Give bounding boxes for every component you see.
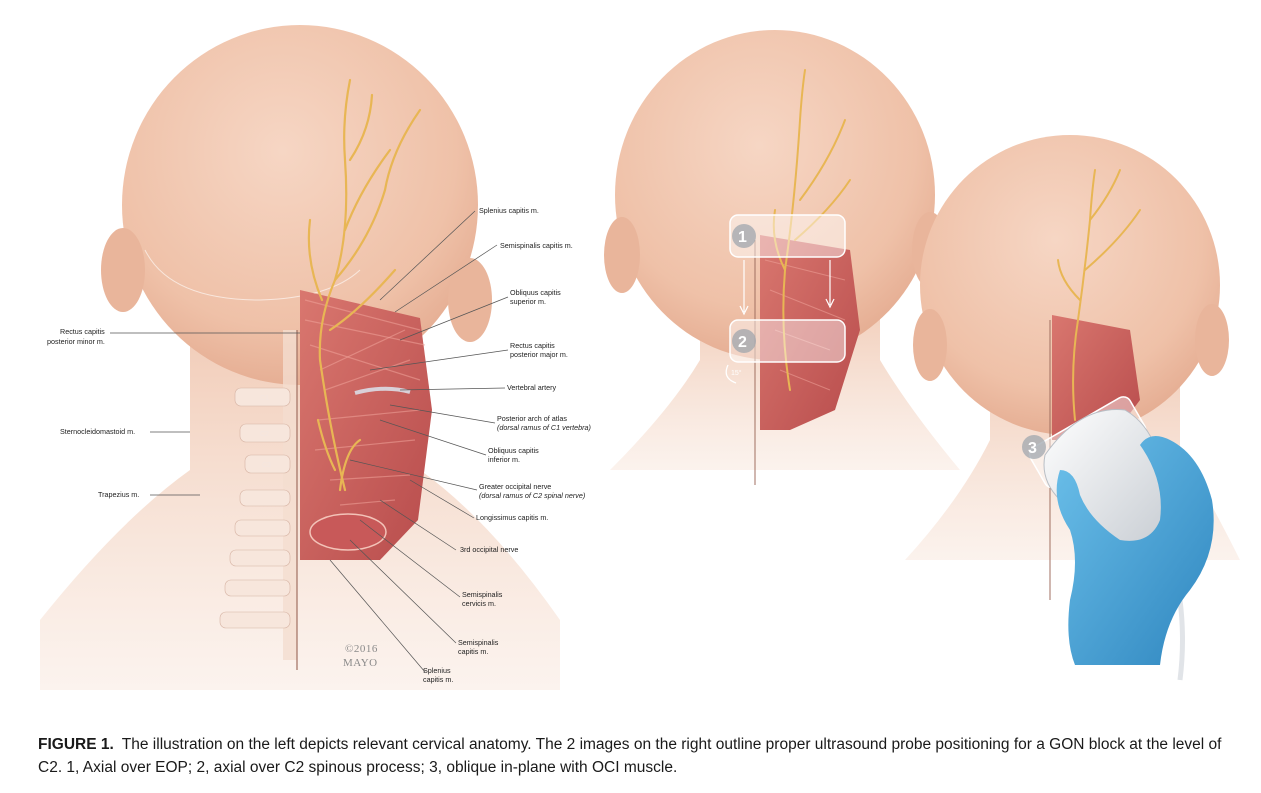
label-leader-lines (110, 210, 509, 673)
probe-position-2 (729, 319, 846, 363)
label-splenius-capitis: Splenius capitis m. (479, 206, 539, 215)
label-splenius-low-2: capitis m. (423, 675, 453, 684)
copyright-year: ©2016 (345, 643, 378, 655)
middle-ear-left (604, 217, 640, 293)
label-obliquus-inferior: Obliquus capitis (488, 446, 539, 455)
vertebral-artery (354, 386, 411, 395)
step-3-number: 3 (1028, 440, 1037, 457)
label-greater-occipital-nerve-2: (dorsal ramus of C2 spinal nerve) (479, 491, 585, 500)
label-trapezius: Trapezius m. (98, 490, 139, 499)
left-ear-left (101, 228, 145, 312)
label-rectus-major: Rectus capitis (510, 341, 555, 350)
caption-text: The illustration on the left depicts rel… (38, 736, 1222, 776)
skull-outline (144, 249, 361, 301)
label-rectus-major-2: posterior major m. (510, 350, 568, 359)
label-splenius-low: Splenius (423, 666, 451, 675)
label-posterior-arch-2: (dorsal ramus of C1 vertebra) (497, 423, 591, 432)
anatomy-figure: Splenius capitis m. Semispinalis capitis… (40, 25, 1240, 690)
left-side-labels: Rectus capitis posterior minor m. Sterno… (47, 327, 139, 499)
left-ear-right (448, 258, 492, 342)
label-sternocleidomastoid: Sternocleidomastoid m. (60, 427, 135, 436)
step-1-badge (732, 224, 756, 248)
right-nerve (1057, 169, 1141, 421)
copyright-mayo: MAYO (343, 657, 378, 669)
label-c3: C3 (262, 462, 271, 469)
figure-caption: FIGURE 1.The illustration on the left de… (38, 733, 1238, 779)
left-anatomy-illustration: Splenius capitis m. Semispinalis capitis… (40, 25, 591, 690)
label-rectus-minor: Rectus capitis (60, 327, 105, 336)
label-obliquus-superior: Obliquus capitis (510, 288, 561, 297)
middle-probe-illustration: 1 2 15° (604, 30, 960, 485)
label-third-occipital: 3rd occipital nerve (460, 545, 518, 554)
label-obliquus-inferior-2: inferior m. (488, 455, 520, 464)
semispinalis-cut (309, 513, 387, 551)
label-obliquus-superior-2: superior m. (510, 297, 546, 306)
slide-arrow (739, 260, 835, 316)
step-3-badge (1022, 435, 1046, 459)
label-rectus-minor-2: posterior minor m. (47, 337, 105, 346)
vertebrae (219, 387, 291, 629)
label-vertebral-artery: Vertebral artery (507, 383, 557, 392)
caption-label: FIGURE 1. (38, 736, 114, 753)
label-longissimus: Longissimus capitis m. (476, 513, 548, 522)
step-2-number: 2 (738, 334, 747, 351)
blue-glove (1056, 436, 1214, 665)
label-semispinalis-cervicis-2: cervicis m. (462, 599, 496, 608)
right-side-labels: Splenius capitis m. Semispinalis capitis… (423, 206, 591, 684)
step-2-badge (732, 329, 756, 353)
label-semispinalis-capitis-low: Semispinalis (458, 638, 499, 647)
rotation-angle: 15° (731, 369, 742, 377)
label-semispinalis-cervicis: Semispinalis (462, 590, 503, 599)
label-c2: C2 (260, 431, 269, 438)
label-c1: C1 (260, 395, 269, 402)
middle-head (615, 30, 935, 360)
greater-occipital-nerve (307, 78, 422, 492)
right-probe-illustration: 3 (905, 135, 1240, 681)
label-semispinalis-capitis-low-2: capitis m. (458, 647, 488, 656)
label-posterior-arch: Posterior arch of atlas (497, 414, 567, 423)
probe-position-1 (729, 214, 846, 258)
step-1-number: 1 (738, 229, 747, 246)
label-greater-occipital-nerve: Greater occipital nerve (479, 482, 551, 491)
right-head (920, 135, 1220, 435)
dissection-window (300, 290, 432, 560)
label-semispinalis-capitis: Semispinalis capitis m. (500, 241, 573, 250)
right-ear-right (1195, 304, 1229, 376)
right-ear-left (913, 309, 947, 381)
rotation-arrow (725, 364, 737, 384)
